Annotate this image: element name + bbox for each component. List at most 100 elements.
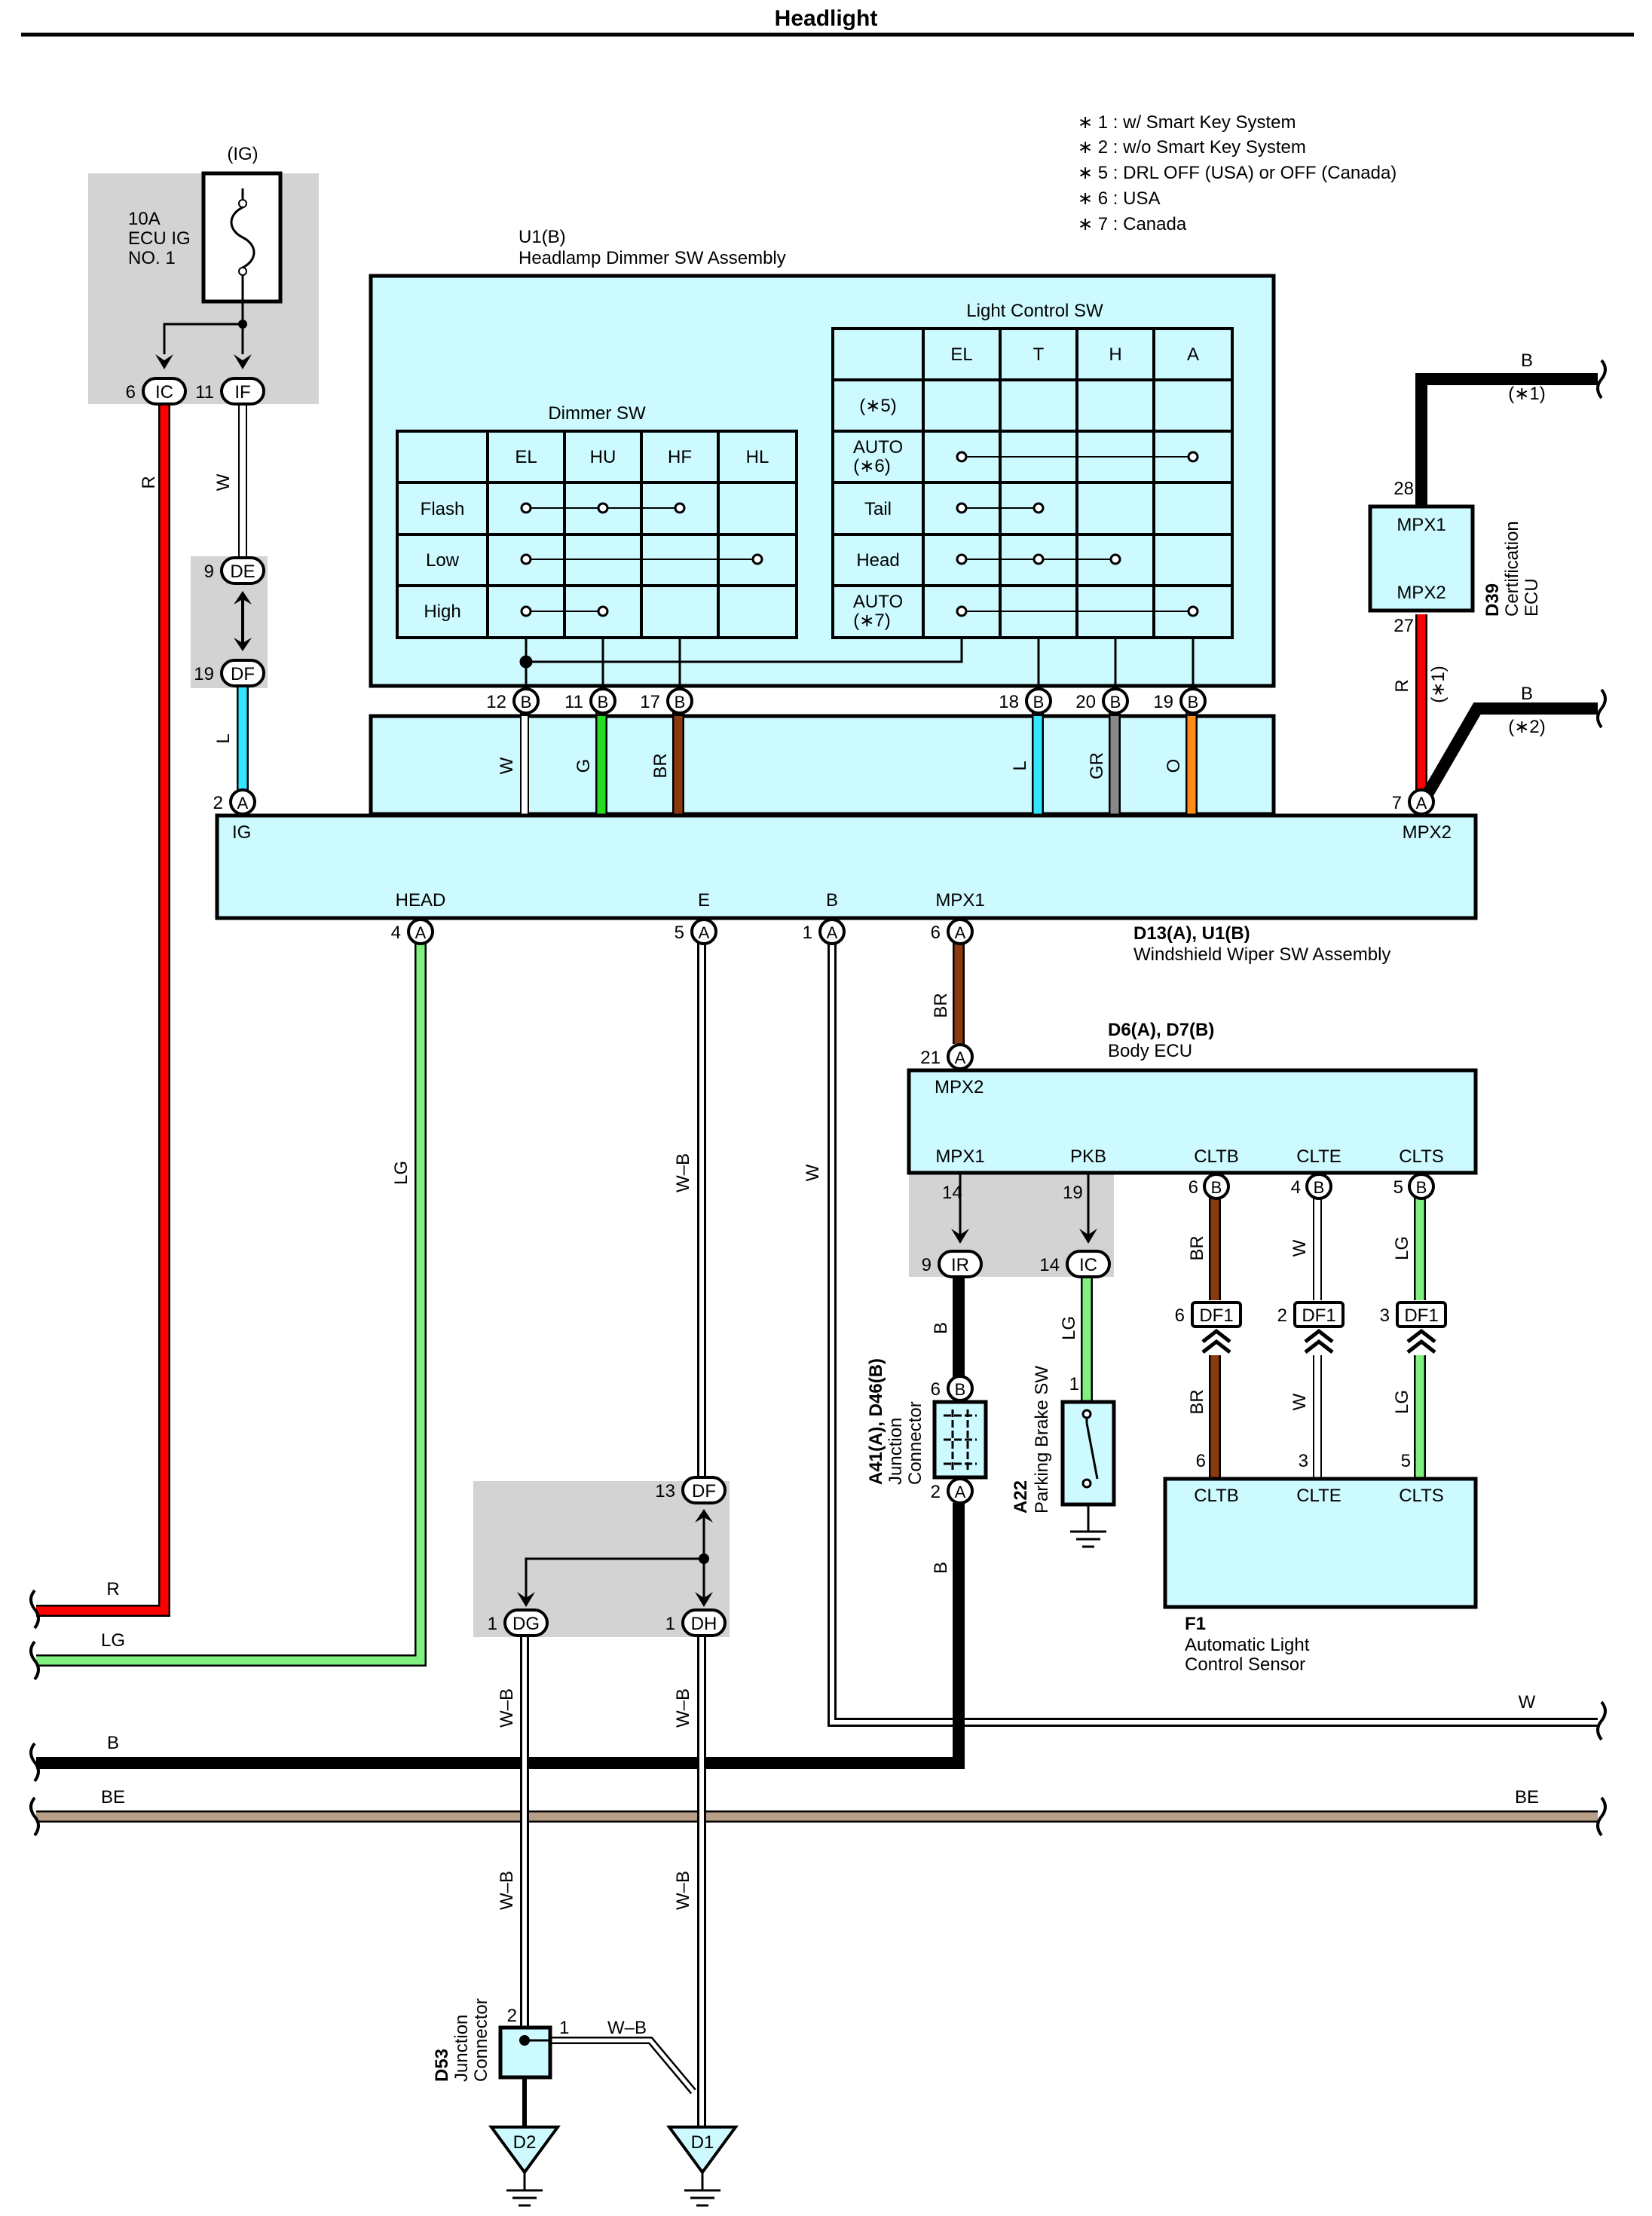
sensor-pin-3: 3 (1299, 1451, 1308, 1471)
sensor-term-cltb: CLTB (1194, 1486, 1239, 1506)
wiper-pin-b (818, 918, 846, 945)
body-ecu-pin-clte-conn: B (1314, 1178, 1325, 1197)
wire-lg-head (36, 938, 425, 1665)
dimmer-pin-20-num: 20 (1075, 692, 1096, 712)
dimmer-wire-overlay (520, 716, 1198, 814)
connector-de-label: DE (230, 562, 255, 582)
arrow-if-icon (234, 354, 252, 369)
dimmer-pin-19-num: 19 (1153, 692, 1173, 712)
wiper-pin-head-conn: A (415, 923, 427, 942)
d53-name2: Connector (471, 1998, 491, 2082)
dimmer-pin-18-conn: B (1033, 693, 1045, 712)
wiper-term-b: B (826, 890, 838, 911)
bus-label-r: R (106, 1579, 119, 1599)
wiper-assembly-box (215, 813, 1478, 920)
body-ecu-mpx2: MPX2 (935, 1077, 984, 1097)
connector-ic2 (1066, 1250, 1111, 1278)
note-2: ∗ 2 : w/o Smart Key System (1078, 137, 1306, 158)
lc-col-h: H (1109, 344, 1121, 365)
wiper-term-head: HEAD (396, 890, 446, 911)
cert-ecu-mpx2: MPX2 (1397, 583, 1446, 603)
wiper-pin-e-num: 5 (675, 923, 684, 943)
wire-label-r-note1: (∗1) (1428, 666, 1449, 702)
note-6: ∗ 6 : USA (1078, 188, 1160, 209)
connector-ic2-label: IC (1079, 1255, 1097, 1275)
cert-ecu-mpx1: MPX1 (1397, 515, 1446, 535)
ground-d1: D1 (666, 2126, 739, 2207)
dimmer-pin-17-conn: B (675, 693, 686, 712)
chevron-df1-b-icon (1304, 1328, 1334, 1354)
parking-brake-name: Parking Brake SW (1032, 1366, 1052, 1514)
dimmer-pin-20 (1102, 687, 1129, 715)
connector-if-pin: 11 (195, 382, 214, 402)
wiper-pin-e (690, 918, 717, 945)
wire-label-b-top: B (1521, 350, 1533, 371)
fuse-ecu-ig-no1: (IG) 10A ECU IG NO. 1 IC 6 IF 11 (126, 144, 283, 406)
body-ecu-term-clts: CLTS (1399, 1146, 1444, 1167)
wire-label-dimmer-br: BR (650, 753, 671, 778)
connector-ir-label: IR (951, 1255, 969, 1275)
body-ecu-b-pins: B 6 B 4 B 5 (1189, 1173, 1435, 1200)
lc-col-el: EL (950, 344, 972, 365)
wiper-term-mpx1: MPX1 (935, 890, 984, 911)
dimmer-col-el: EL (515, 447, 537, 467)
connector-dg-label: DG (512, 1614, 540, 1634)
wire-label-b-ir: B (931, 1322, 951, 1334)
body-ecu-code: D6(A), D7(B) (1108, 1020, 1214, 1040)
connector-df1-c (1396, 1301, 1447, 1328)
wire-label-wb-dh1: W–B (673, 1688, 693, 1728)
body-ecu-pin-19: 19 (1063, 1183, 1083, 1203)
wire-label-dimmer-gr: GR (1087, 752, 1107, 779)
wiper-pin-ig-num: 2 (213, 793, 223, 813)
sensor-pin-5: 5 (1401, 1451, 1411, 1471)
wire-label-br-mpx1: BR (931, 993, 951, 1018)
sensor-name2: Control Sensor (1185, 1654, 1305, 1675)
d53-code: D53 (432, 2049, 452, 2082)
wire-label-lg-pkb: LG (1059, 1316, 1079, 1340)
wire-label-r-cert: R (1392, 679, 1412, 692)
connector-df1-b-pin: 2 (1277, 1305, 1287, 1326)
wiper-term-e: E (698, 890, 710, 911)
wire-b-cert-top (1415, 373, 1598, 509)
connector-de (220, 556, 265, 585)
dimmer-pin-11-num: 11 (564, 692, 583, 712)
cert-ecu-box (1368, 504, 1475, 613)
wiper-pin-mpx1-num: 6 (931, 923, 941, 943)
dimmer-pin-18-num: 18 (999, 692, 1019, 712)
dimmer-col-hu: HU (590, 447, 616, 467)
cert-ecu-pin-top: 28 (1393, 479, 1414, 499)
jc-a41-pin-bottom-num: 2 (931, 1482, 941, 1502)
body-ecu-term-pkb: PKB (1070, 1146, 1106, 1167)
wiper-pin-head (407, 918, 434, 945)
wiper-pin-b-conn: A (827, 923, 838, 942)
wire-label-lg-head: LG (391, 1161, 411, 1185)
connector-df1-c-pin: 3 (1380, 1305, 1390, 1326)
wiper-pin-ig (229, 788, 256, 816)
wire-label-wb-dh2: W–B (673, 1871, 693, 1910)
sensor-term-clts: CLTS (1399, 1486, 1444, 1506)
wire-break-marks (29, 359, 1607, 1837)
fuse-line2: ECU IG (128, 228, 191, 249)
dimmer-row-low: Low (426, 550, 460, 571)
connector-df1-b (1293, 1301, 1345, 1328)
connector-ir-pin: 9 (922, 1255, 932, 1275)
wire-label-b-note2: (∗2) (1508, 717, 1545, 737)
arrow-ir-icon (951, 1229, 969, 1244)
dimmer-pin-17 (666, 687, 693, 715)
body-ecu-pin-clte-num: 4 (1291, 1177, 1301, 1198)
wire-label-w: W (213, 473, 234, 491)
wire-label-w-bpin: W (803, 1164, 823, 1181)
cert-ecu-pin-bottom: 27 (1393, 616, 1414, 636)
wire-label-wb-d53: W–B (607, 2018, 647, 2038)
body-ecu-pin-cltb (1203, 1173, 1230, 1200)
dimmer-row-high: High (424, 601, 460, 622)
dimmer-sw-title: Dimmer SW (548, 403, 646, 424)
d53-pin-1: 1 (559, 2018, 569, 2038)
connector-ic (142, 377, 187, 406)
dimmer-pin-12-num: 12 (486, 692, 506, 712)
connector-if (220, 377, 265, 406)
dimmer-pin-20-conn: B (1110, 693, 1121, 712)
dimmer-col-hl: HL (746, 447, 769, 467)
jc-a41-code: A41(A), D46(B) (866, 1358, 886, 1485)
